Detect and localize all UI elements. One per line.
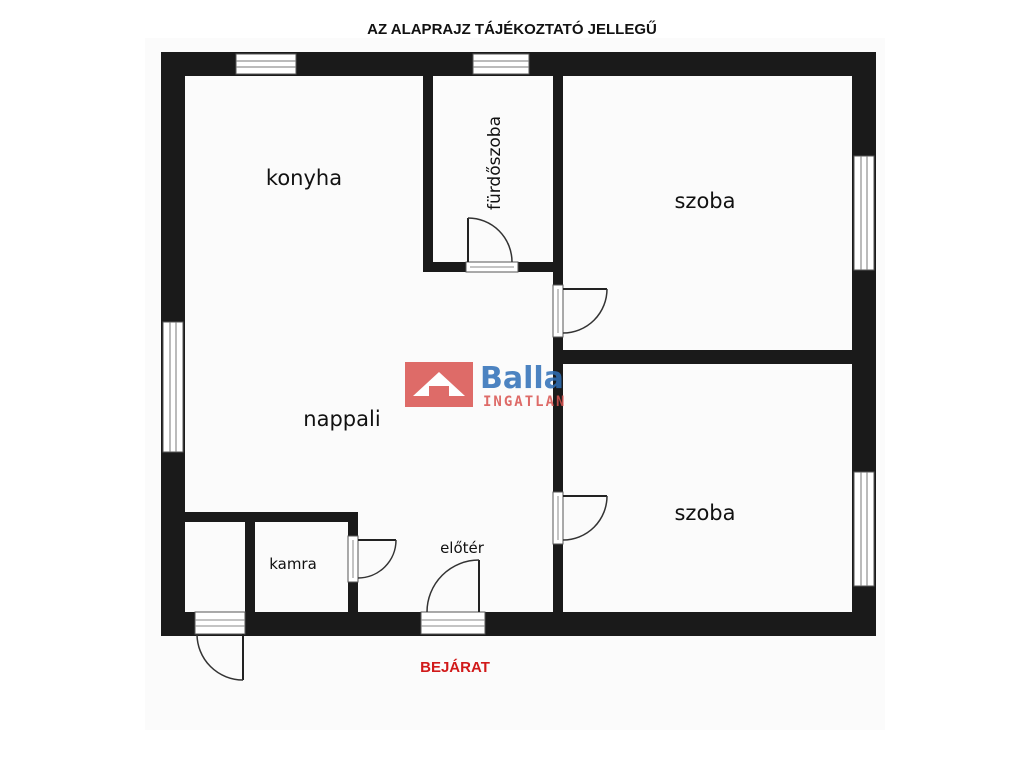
door-bathroom	[465, 217, 519, 273]
logo-brand: Balla	[480, 361, 564, 396]
room-label-room-top: szoba	[674, 189, 735, 213]
room-label-bathroom: fürdőszoba	[485, 116, 505, 210]
window-top-kitchen	[235, 53, 297, 75]
room-label-room-bottom: szoba	[674, 501, 735, 525]
window-right-room-top	[853, 155, 875, 271]
page-title: AZ ALAPRAJZ TÁJÉKOZTATÓ JELLEGŰ	[367, 20, 657, 38]
windows	[162, 53, 875, 587]
watermark-logo: Balla INGATLAN	[405, 361, 566, 410]
room-label-living: nappali	[303, 407, 380, 431]
window-top-bathroom	[472, 53, 530, 75]
door-room-top	[552, 284, 608, 338]
logo-subtitle: INGATLAN	[483, 394, 566, 410]
door-pantry	[347, 535, 397, 583]
door-room-bottom	[552, 491, 608, 545]
entrance-label: BEJÁRAT	[420, 659, 490, 676]
window-right-room-bottom	[853, 471, 875, 587]
window-left-living	[162, 321, 184, 453]
room-label-hall: előtér	[440, 539, 485, 557]
door-entrance	[420, 559, 486, 635]
doors	[194, 217, 608, 681]
room-label-pantry: kamra	[269, 555, 317, 573]
room-label-kitchen: konyha	[266, 166, 342, 190]
door-side-outside	[194, 611, 246, 681]
